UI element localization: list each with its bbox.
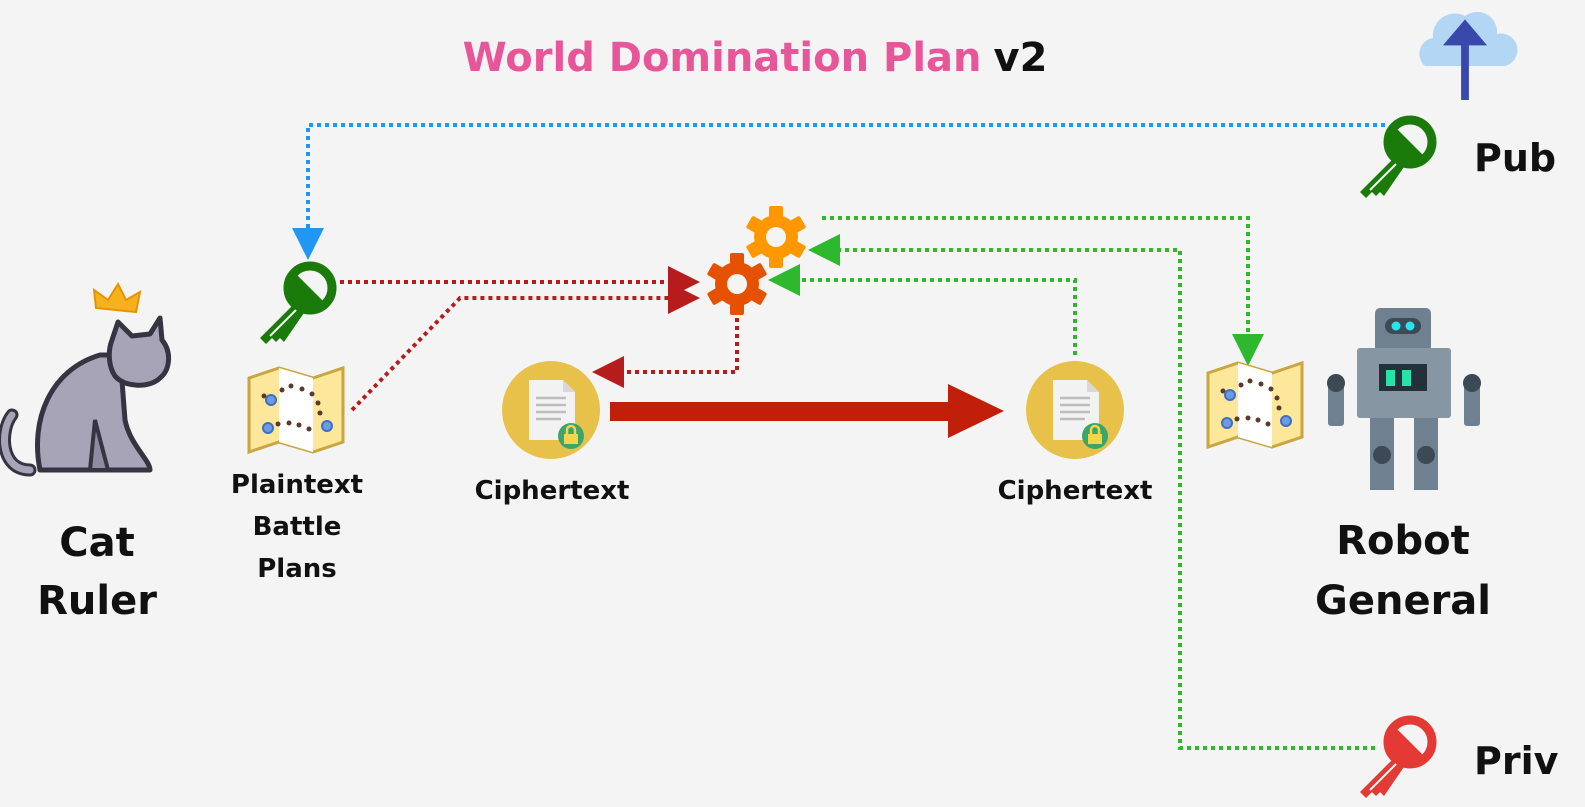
ciphertext-left-label: Ciphertext bbox=[475, 476, 630, 506]
public-key-distribution-line bbox=[292, 123, 1385, 260]
robot-icon bbox=[1327, 308, 1481, 490]
ciphertext-left-icon bbox=[500, 359, 602, 461]
title-version: v2 bbox=[994, 35, 1048, 81]
private-key-icon bbox=[1360, 720, 1432, 798]
public-key-label: Pub bbox=[1474, 136, 1556, 180]
sender-label-line1: Cat bbox=[59, 520, 134, 566]
decrypt-gear-icon bbox=[745, 206, 807, 268]
public-key-icon bbox=[1360, 120, 1432, 198]
encrypt-gear-icon bbox=[706, 253, 768, 315]
plaintext-to-encrypt-line bbox=[350, 282, 700, 412]
receiver-label-line1: Robot bbox=[1336, 518, 1470, 564]
plaintext-map-icon bbox=[247, 366, 345, 454]
ciphertext-to-decrypt-line bbox=[768, 264, 1077, 355]
decrypt-to-plaintext-line bbox=[822, 216, 1264, 366]
ciphertext-right-label: Ciphertext bbox=[998, 476, 1153, 506]
private-key-label: Priv bbox=[1474, 739, 1559, 783]
decrypted-map-icon bbox=[1206, 361, 1304, 449]
crown-icon bbox=[92, 281, 142, 314]
sender-label-line2: Ruler bbox=[37, 578, 157, 624]
encrypt-to-ciphertext-line bbox=[592, 318, 739, 388]
receiver-label-line2: General bbox=[1315, 578, 1491, 624]
plaintext-label-line1: Plaintext bbox=[231, 470, 363, 500]
sender-public-key-icon bbox=[260, 266, 332, 344]
cloud-upload-icon bbox=[1419, 11, 1518, 100]
private-key-to-decrypt-line bbox=[808, 234, 1375, 750]
transmission-arrow bbox=[610, 384, 1004, 438]
plaintext-label-line3: Plans bbox=[257, 554, 337, 584]
cat-icon bbox=[0, 315, 171, 477]
title-main: World Domination Plan bbox=[463, 35, 982, 81]
plaintext-label-line2: Battle bbox=[253, 512, 342, 542]
ciphertext-right-icon bbox=[1024, 359, 1126, 461]
diagram-title: World Domination Plan v2 bbox=[463, 35, 1048, 81]
